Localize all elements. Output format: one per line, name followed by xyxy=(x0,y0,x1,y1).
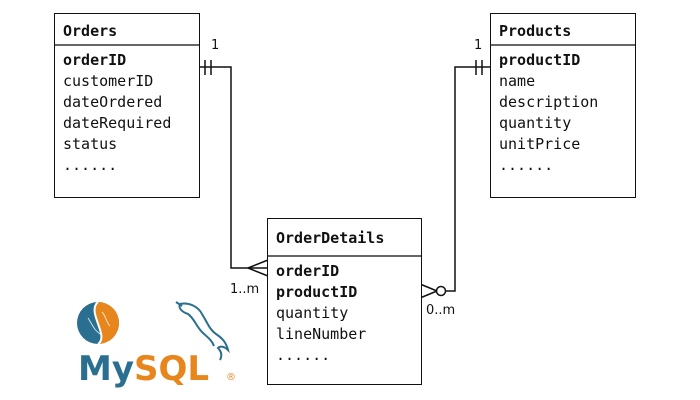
registered-mark: ® xyxy=(226,372,236,383)
entity-orders[interactable]: Orders orderID customerID dateOrdered da… xyxy=(54,13,200,198)
field: customerID xyxy=(63,72,154,90)
field-ellipsis: ...... xyxy=(63,156,118,174)
field: quantity xyxy=(276,304,349,322)
mysql-logo-graphic: My SQL ® xyxy=(77,301,236,389)
cardinality-details-one-to-many: 1..m xyxy=(230,282,260,297)
logo-text-sql: SQL xyxy=(134,349,209,389)
entity-title: OrderDetails xyxy=(268,219,421,257)
mysql-logo: My SQL ® xyxy=(76,300,246,390)
field-pk: productID xyxy=(499,51,581,69)
entity-title: Orders xyxy=(55,14,199,46)
field: description xyxy=(499,93,599,111)
field: unitPrice xyxy=(499,135,581,153)
field-ellipsis: ...... xyxy=(276,346,331,364)
field: status xyxy=(63,135,118,153)
cardinality-details-zero-to-many: 0..m xyxy=(426,303,456,318)
field: dateOrdered xyxy=(63,93,163,111)
entity-products[interactable]: Products productID name description quan… xyxy=(490,13,636,198)
products-orderdetails-connector xyxy=(419,60,492,299)
field-ellipsis: ...... xyxy=(499,156,554,174)
dolphin-icon xyxy=(175,301,230,361)
orders-orderdetails-connector xyxy=(199,60,269,277)
entity-title: Products xyxy=(491,14,635,46)
field-pk: orderID xyxy=(276,262,340,280)
field-pk: orderID xyxy=(63,51,127,69)
entity-orderdetails[interactable]: OrderDetails orderID productID quantity … xyxy=(267,218,422,385)
cardinality-orders-one: 1 xyxy=(211,38,220,53)
field: quantity xyxy=(499,114,572,132)
field-list: orderID productID quantity lineNumber ..… xyxy=(268,257,421,370)
logo-text-my: My xyxy=(78,349,134,389)
mysql-emblem-icon xyxy=(77,301,119,345)
field-list: productID name description quantity unit… xyxy=(491,46,635,180)
field-list: orderID customerID dateOrdered dateRequi… xyxy=(55,46,199,180)
cardinality-products-one: 1 xyxy=(474,38,483,53)
field: lineNumber xyxy=(276,325,367,343)
field: dateRequired xyxy=(63,114,172,132)
field: name xyxy=(499,72,536,90)
field-pk: productID xyxy=(276,283,358,301)
